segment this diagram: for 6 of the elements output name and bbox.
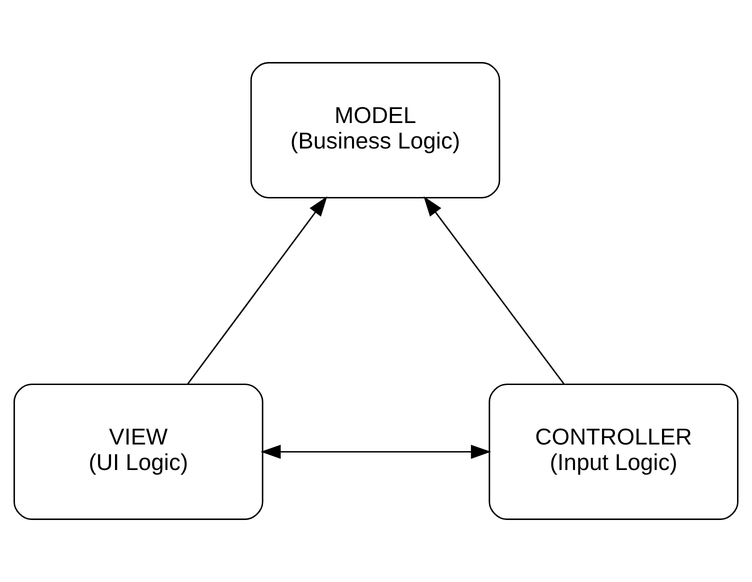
node-box: VIEW (UI Logic) bbox=[14, 384, 264, 520]
node-box: CONTROLLER (Input Logic) bbox=[488, 384, 738, 520]
arrow bbox=[260, 444, 492, 459]
arrow bbox=[424, 196, 564, 384]
arrow bbox=[187, 196, 328, 384]
node-box: MODEL (Business Logic) bbox=[250, 62, 500, 198]
